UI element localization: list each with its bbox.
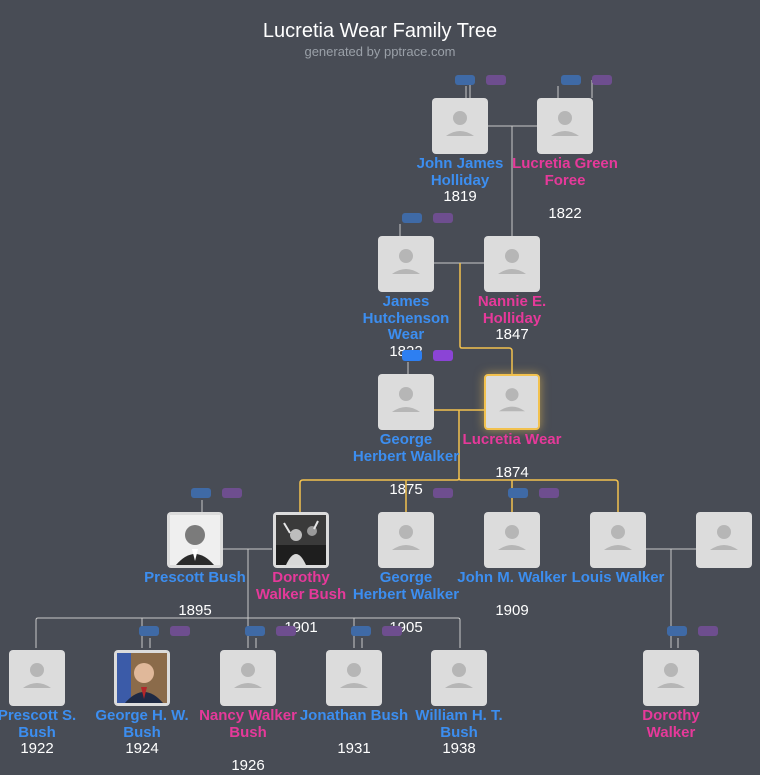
person-silhouette-icon (604, 525, 632, 550)
portrait-photo[interactable] (167, 512, 223, 568)
avatar[interactable] (9, 650, 65, 706)
person-year: 1875 (389, 481, 423, 498)
person-silhouette-icon (392, 249, 420, 274)
person-name: Prescott S. Bush (0, 707, 77, 741)
person-silhouette-icon (498, 525, 526, 550)
expand-mother-button[interactable] (433, 213, 453, 223)
expand-mother-button[interactable] (539, 488, 559, 498)
person-name: Jonathan Bush (299, 707, 409, 724)
avatar[interactable] (484, 374, 540, 430)
expand-father-button[interactable] (402, 350, 422, 361)
person-year: 1924 (125, 740, 159, 757)
portrait-photo-icon (170, 515, 220, 565)
person-name: Nannie E. Holliday (477, 293, 547, 327)
portrait-photo-icon (276, 515, 326, 565)
person-year: 1822 (548, 205, 582, 222)
expand-father-button[interactable] (667, 626, 687, 636)
person-name: William H. T. Bush (415, 707, 503, 741)
portrait-photo-icon (117, 653, 167, 703)
expand-father-button[interactable] (508, 488, 528, 498)
avatar[interactable] (326, 650, 382, 706)
person-year: 1895 (178, 602, 212, 619)
avatar[interactable] (696, 512, 752, 568)
person-year: 1874 (495, 464, 529, 481)
expand-father-button[interactable] (139, 626, 159, 636)
person-year: 1922 (20, 740, 54, 757)
page-subtitle: generated by pptrace.com (304, 44, 456, 59)
person-silhouette-icon (234, 663, 262, 688)
avatar[interactable] (378, 236, 434, 292)
expand-mother-button[interactable] (222, 488, 242, 498)
expand-mother-button[interactable] (382, 626, 402, 636)
person-name: James Hutchenson Wear (362, 293, 450, 343)
person-silhouette-icon (445, 663, 473, 688)
person-silhouette-icon (340, 663, 368, 688)
focus-connector-line (458, 477, 619, 512)
avatar[interactable] (484, 512, 540, 568)
person-name: George Herbert Walker (352, 431, 460, 465)
tree-header: Lucretia Wear Family Tree generated by p… (0, 18, 760, 59)
person-name: Lucretia Green Foree (512, 155, 618, 189)
person-name: John M. Walker (457, 569, 567, 586)
person-name: Nancy Walker Bush (199, 707, 297, 741)
person-name: George H. W. Bush (95, 707, 189, 741)
connector-line (149, 86, 679, 648)
person-name: John James Holliday (416, 155, 504, 189)
person-name: Prescott Bush (144, 569, 246, 586)
focus-connector-line (459, 263, 513, 374)
expand-father-button[interactable] (561, 75, 581, 85)
expand-father-button[interactable] (351, 626, 371, 636)
person-silhouette-icon (446, 111, 474, 136)
person-silhouette-icon (498, 249, 526, 274)
person-silhouette-icon (499, 388, 525, 412)
expand-father-button[interactable] (455, 75, 475, 85)
person-name: Louis Walker (571, 569, 665, 586)
avatar[interactable] (537, 98, 593, 154)
person-year: 1819 (443, 188, 477, 205)
person-silhouette-icon (392, 387, 420, 412)
portrait-photo[interactable] (114, 650, 170, 706)
avatar[interactable] (220, 650, 276, 706)
expand-father-button[interactable] (191, 488, 211, 498)
avatar[interactable] (378, 374, 434, 430)
person-year: 1931 (337, 740, 371, 757)
expand-mother-button[interactable] (486, 75, 506, 85)
expand-mother-button[interactable] (433, 350, 453, 361)
person-name: Dorothy Walker Bush (255, 569, 347, 603)
person-silhouette-icon (710, 525, 738, 550)
person-silhouette-icon (23, 663, 51, 688)
expand-mother-button[interactable] (170, 626, 190, 636)
expand-mother-button[interactable] (433, 488, 453, 498)
expand-mother-button[interactable] (698, 626, 718, 636)
avatar[interactable] (643, 650, 699, 706)
expand-father-button[interactable] (245, 626, 265, 636)
person-name: Dorothy Walker (642, 707, 700, 741)
person-year: 1926 (231, 757, 265, 774)
person-year: 1847 (495, 326, 529, 343)
expand-mother-button[interactable] (592, 75, 612, 85)
person-silhouette-icon (657, 663, 685, 688)
person-year: 1909 (495, 602, 529, 619)
portrait-photo[interactable] (273, 512, 329, 568)
person-silhouette-icon (392, 525, 420, 550)
avatar[interactable] (378, 512, 434, 568)
page-title: Lucretia Wear Family Tree (262, 20, 498, 42)
avatar[interactable] (590, 512, 646, 568)
expand-mother-button[interactable] (276, 626, 296, 636)
person-silhouette-icon (551, 111, 579, 136)
avatar[interactable] (431, 650, 487, 706)
expand-father-button[interactable] (402, 213, 422, 223)
person-name: George Herbert Walker (352, 569, 460, 603)
avatar[interactable] (432, 98, 488, 154)
person-year: 1938 (442, 740, 476, 757)
person-name: Lucretia Wear (462, 431, 562, 448)
avatar[interactable] (484, 236, 540, 292)
